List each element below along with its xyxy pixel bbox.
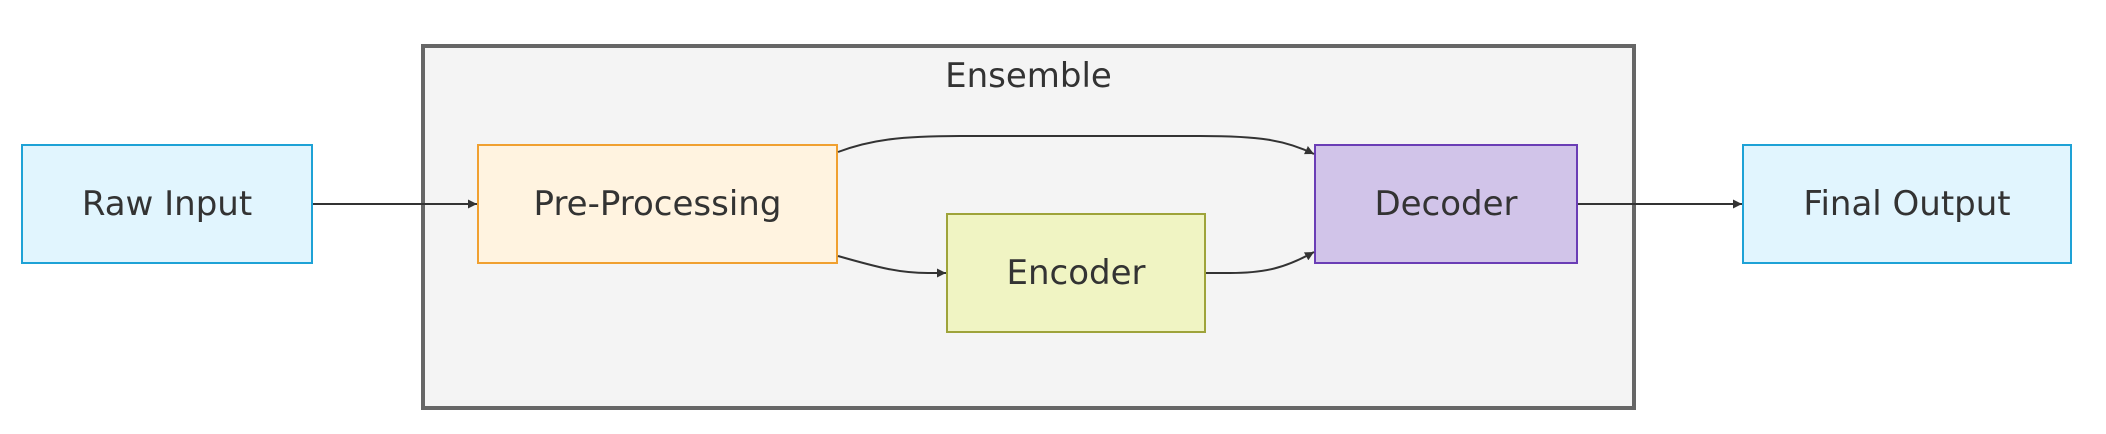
final-output-label: Final Output [1803, 184, 2011, 224]
decoder-node[interactable]: Decoder [1314, 144, 1578, 264]
raw-input-node[interactable]: Raw Input [21, 144, 313, 264]
edge-pre-processing-to-encoder [837, 255, 946, 278]
ensemble-cluster-label: Ensemble [945, 56, 1112, 96]
pre-processing-node[interactable]: Pre-Processing [477, 144, 838, 264]
encoder-node[interactable]: Encoder [946, 213, 1206, 333]
final-output-node[interactable]: Final Output [1742, 144, 2072, 264]
raw-input-label: Raw Input [81, 184, 253, 224]
edge-pre-processing-to-decoder [837, 135, 1315, 155]
decoder-label: Decoder [1374, 184, 1518, 224]
encoder-label: Encoder [1006, 253, 1146, 293]
edge-encoder-to-decoder [1206, 251, 1315, 274]
pre-processing-label: Pre-Processing [533, 184, 782, 224]
